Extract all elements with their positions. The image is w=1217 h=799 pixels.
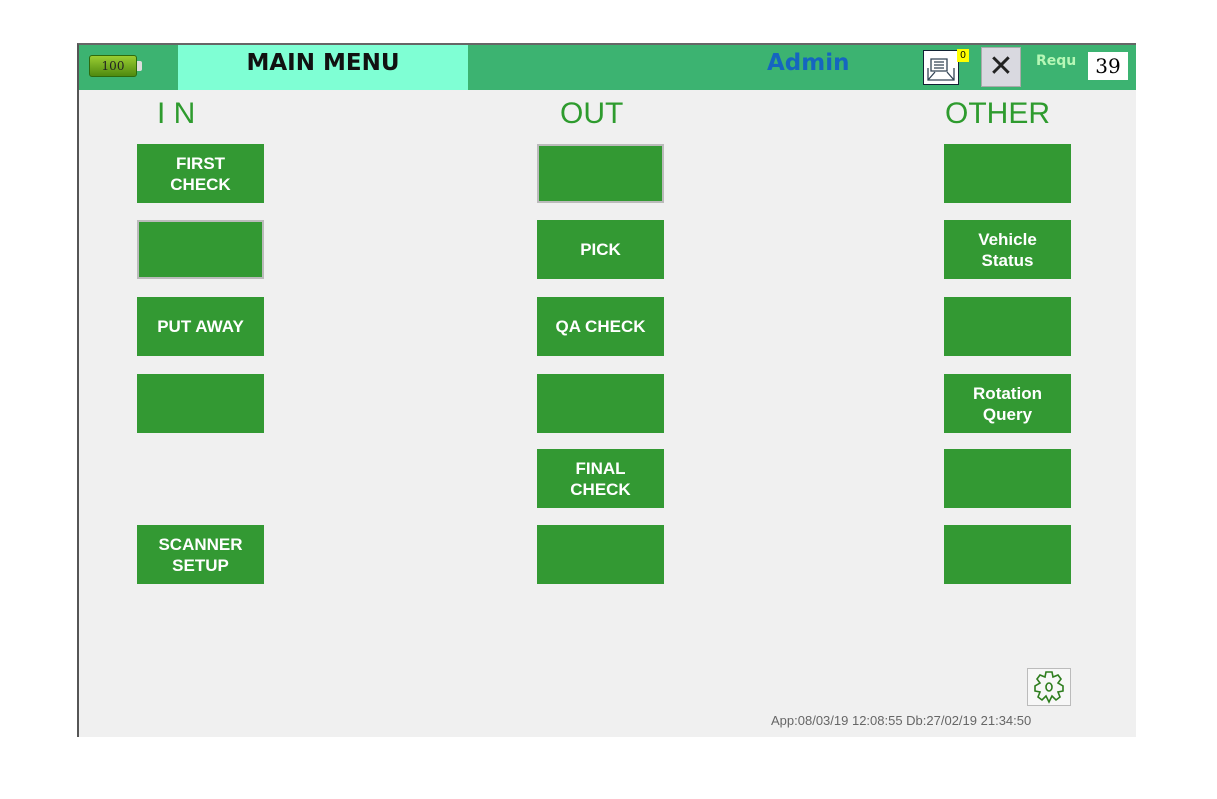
other-blank-6-button[interactable] <box>944 525 1071 584</box>
main-window: 100 MAIN MENU Admin 0 ✕ Requ 39 I N FIRST… <box>77 43 1136 737</box>
other-blank-5-button[interactable] <box>944 449 1071 508</box>
in-blank-4-button[interactable] <box>137 374 264 433</box>
other-vehicle-status-button[interactable]: Vehicle Status <box>944 220 1071 279</box>
other-rotation-query-button[interactable]: Rotation Query <box>944 374 1071 433</box>
in-put-away-button[interactable]: PUT AWAY <box>137 297 264 356</box>
other-blank-1-button[interactable] <box>944 144 1071 203</box>
out-blank-1-button[interactable] <box>537 144 664 203</box>
out-blank-4-button[interactable] <box>537 374 664 433</box>
out-blank-6-button[interactable] <box>537 525 664 584</box>
requests-label: Requ <box>1036 53 1077 69</box>
column-heading-other: OTHER <box>945 97 1050 130</box>
close-button[interactable]: ✕ <box>981 47 1021 87</box>
envelope-icon <box>927 58 955 81</box>
messages-button[interactable] <box>923 50 959 85</box>
in-scanner-setup-button[interactable]: SCANNER SETUP <box>137 525 264 584</box>
header-bar: 100 MAIN MENU Admin 0 ✕ Requ 39 <box>79 45 1136 90</box>
close-icon: ✕ <box>988 49 1014 84</box>
in-blank-2-button[interactable] <box>137 220 264 279</box>
settings-button[interactable] <box>1027 668 1071 706</box>
out-pick-button[interactable]: PICK <box>537 220 664 279</box>
user-name: Admin <box>767 50 850 76</box>
other-blank-3-button[interactable] <box>944 297 1071 356</box>
message-count-badge: 0 <box>957 49 969 62</box>
version-info: App:08/03/19 12:08:55 Db:27/02/19 21:34:… <box>771 713 1032 728</box>
out-final-check-button[interactable]: FINAL CHECK <box>537 449 664 508</box>
gear-icon <box>1034 671 1064 704</box>
page-title: MAIN MENU <box>178 45 468 90</box>
column-heading-in: I N <box>157 97 196 130</box>
requests-count: 39 <box>1088 52 1128 80</box>
out-qa-check-button[interactable]: QA CHECK <box>537 297 664 356</box>
in-first-check-button[interactable]: FIRST CHECK <box>137 144 264 203</box>
column-heading-out: OUT <box>560 97 624 130</box>
battery-indicator: 100 <box>89 55 142 77</box>
